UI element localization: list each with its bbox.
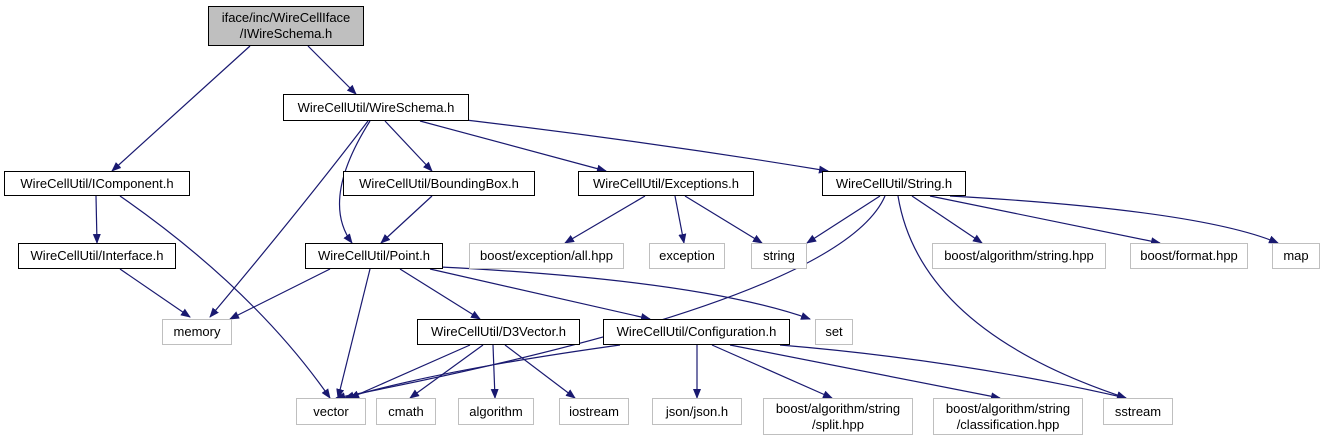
node-boost-algo-string[interactable]: boost/algorithm/string.hpp [932,243,1106,269]
node-split[interactable]: boost/algorithm/string /split.hpp [763,398,913,435]
edge-exceptions-boost-exception [564,195,646,244]
node-boundingbox[interactable]: WireCellUtil/BoundingBox.h [343,171,535,196]
edge-point-set [439,266,811,320]
node-boost-exception[interactable]: boost/exception/all.hpp [469,243,624,269]
node-icomponent[interactable]: WireCellUtil/IComponent.h [4,171,190,196]
edge-d3vector-algorithm [490,344,499,399]
edge-wireschema-memory [209,120,369,318]
node-cmath[interactable]: cmath [376,398,436,425]
edge-string-h-vector [335,195,886,401]
node-iwireschema-line2: /IWireSchema.h [239,26,333,41]
edge-icomponent-vector [119,195,331,399]
edge-d3vector-iostream [504,344,576,399]
edge-point-vector [336,268,371,399]
edge-d3vector-cmath [409,344,484,399]
edge-interface-memory [119,268,191,318]
node-map[interactable]: map [1272,243,1320,269]
node-sstream[interactable]: sstream [1103,398,1173,425]
edge-string-h-map [949,195,1279,244]
edge-string-h-boost-algo-string [911,195,983,244]
edge-configuration-sstream [779,344,1127,400]
node-point[interactable]: WireCellUtil/Point.h [305,243,443,269]
edge-wireschema-boundingbox [384,120,433,172]
node-iwireschema[interactable]: iface/inc/WireCellIface /IWireSchema.h [208,6,364,46]
node-json[interactable]: json/json.h [652,398,742,425]
node-string-h[interactable]: WireCellUtil/String.h [822,171,966,196]
node-classification[interactable]: boost/algorithm/string /classification.h… [933,398,1083,435]
edge-boundingbox-point [380,195,433,244]
edge-exceptions-string [684,195,763,244]
edge-point-configuration [429,268,651,321]
edge-string-h-string [806,195,881,244]
edge-point-d3vector [399,268,481,320]
edge-iwireschema-icomponent [111,45,251,172]
edge-wireschema-string-h [439,116,829,174]
edge-configuration-split [711,344,833,399]
edge-configuration-classification [729,344,1001,401]
node-iwireschema-line1: iface/inc/WireCellIface [221,10,351,25]
node-vector[interactable]: vector [296,398,366,425]
node-split-line2: /split.hpp [811,416,865,432]
node-memory[interactable]: memory [162,319,232,345]
edge-d3vector-vector [349,344,471,399]
node-split-line1: boost/algorithm/string [775,400,901,416]
edge-point-memory [229,268,331,320]
node-classification-line1: boost/algorithm/string [945,400,1071,416]
edge-icomponent-interface [92,195,101,244]
node-d3vector[interactable]: WireCellUtil/D3Vector.h [417,319,580,345]
node-wireschema[interactable]: WireCellUtil/WireSchema.h [283,94,469,121]
node-algorithm[interactable]: algorithm [458,398,534,425]
node-boost-format[interactable]: boost/format.hpp [1130,243,1248,269]
node-set[interactable]: set [815,319,853,345]
edge-string-h-boost-format [929,195,1161,246]
edge-exceptions-exception [674,195,687,244]
edge-iwireschema-wireschema [307,45,357,95]
node-interface[interactable]: WireCellUtil/Interface.h [18,243,176,269]
edge-wireschema-exceptions [419,120,607,173]
node-exceptions[interactable]: WireCellUtil/Exceptions.h [578,171,754,196]
node-iostream[interactable]: iostream [559,398,629,425]
node-classification-line2: /classification.hpp [956,416,1060,432]
edge-string-h-sstream [897,195,1127,399]
edge-wireschema-point [338,120,371,244]
node-exception[interactable]: exception [649,243,725,269]
node-string[interactable]: string [751,243,807,269]
node-configuration[interactable]: WireCellUtil/Configuration.h [603,319,790,345]
edge-configuration-vector [344,344,621,400]
